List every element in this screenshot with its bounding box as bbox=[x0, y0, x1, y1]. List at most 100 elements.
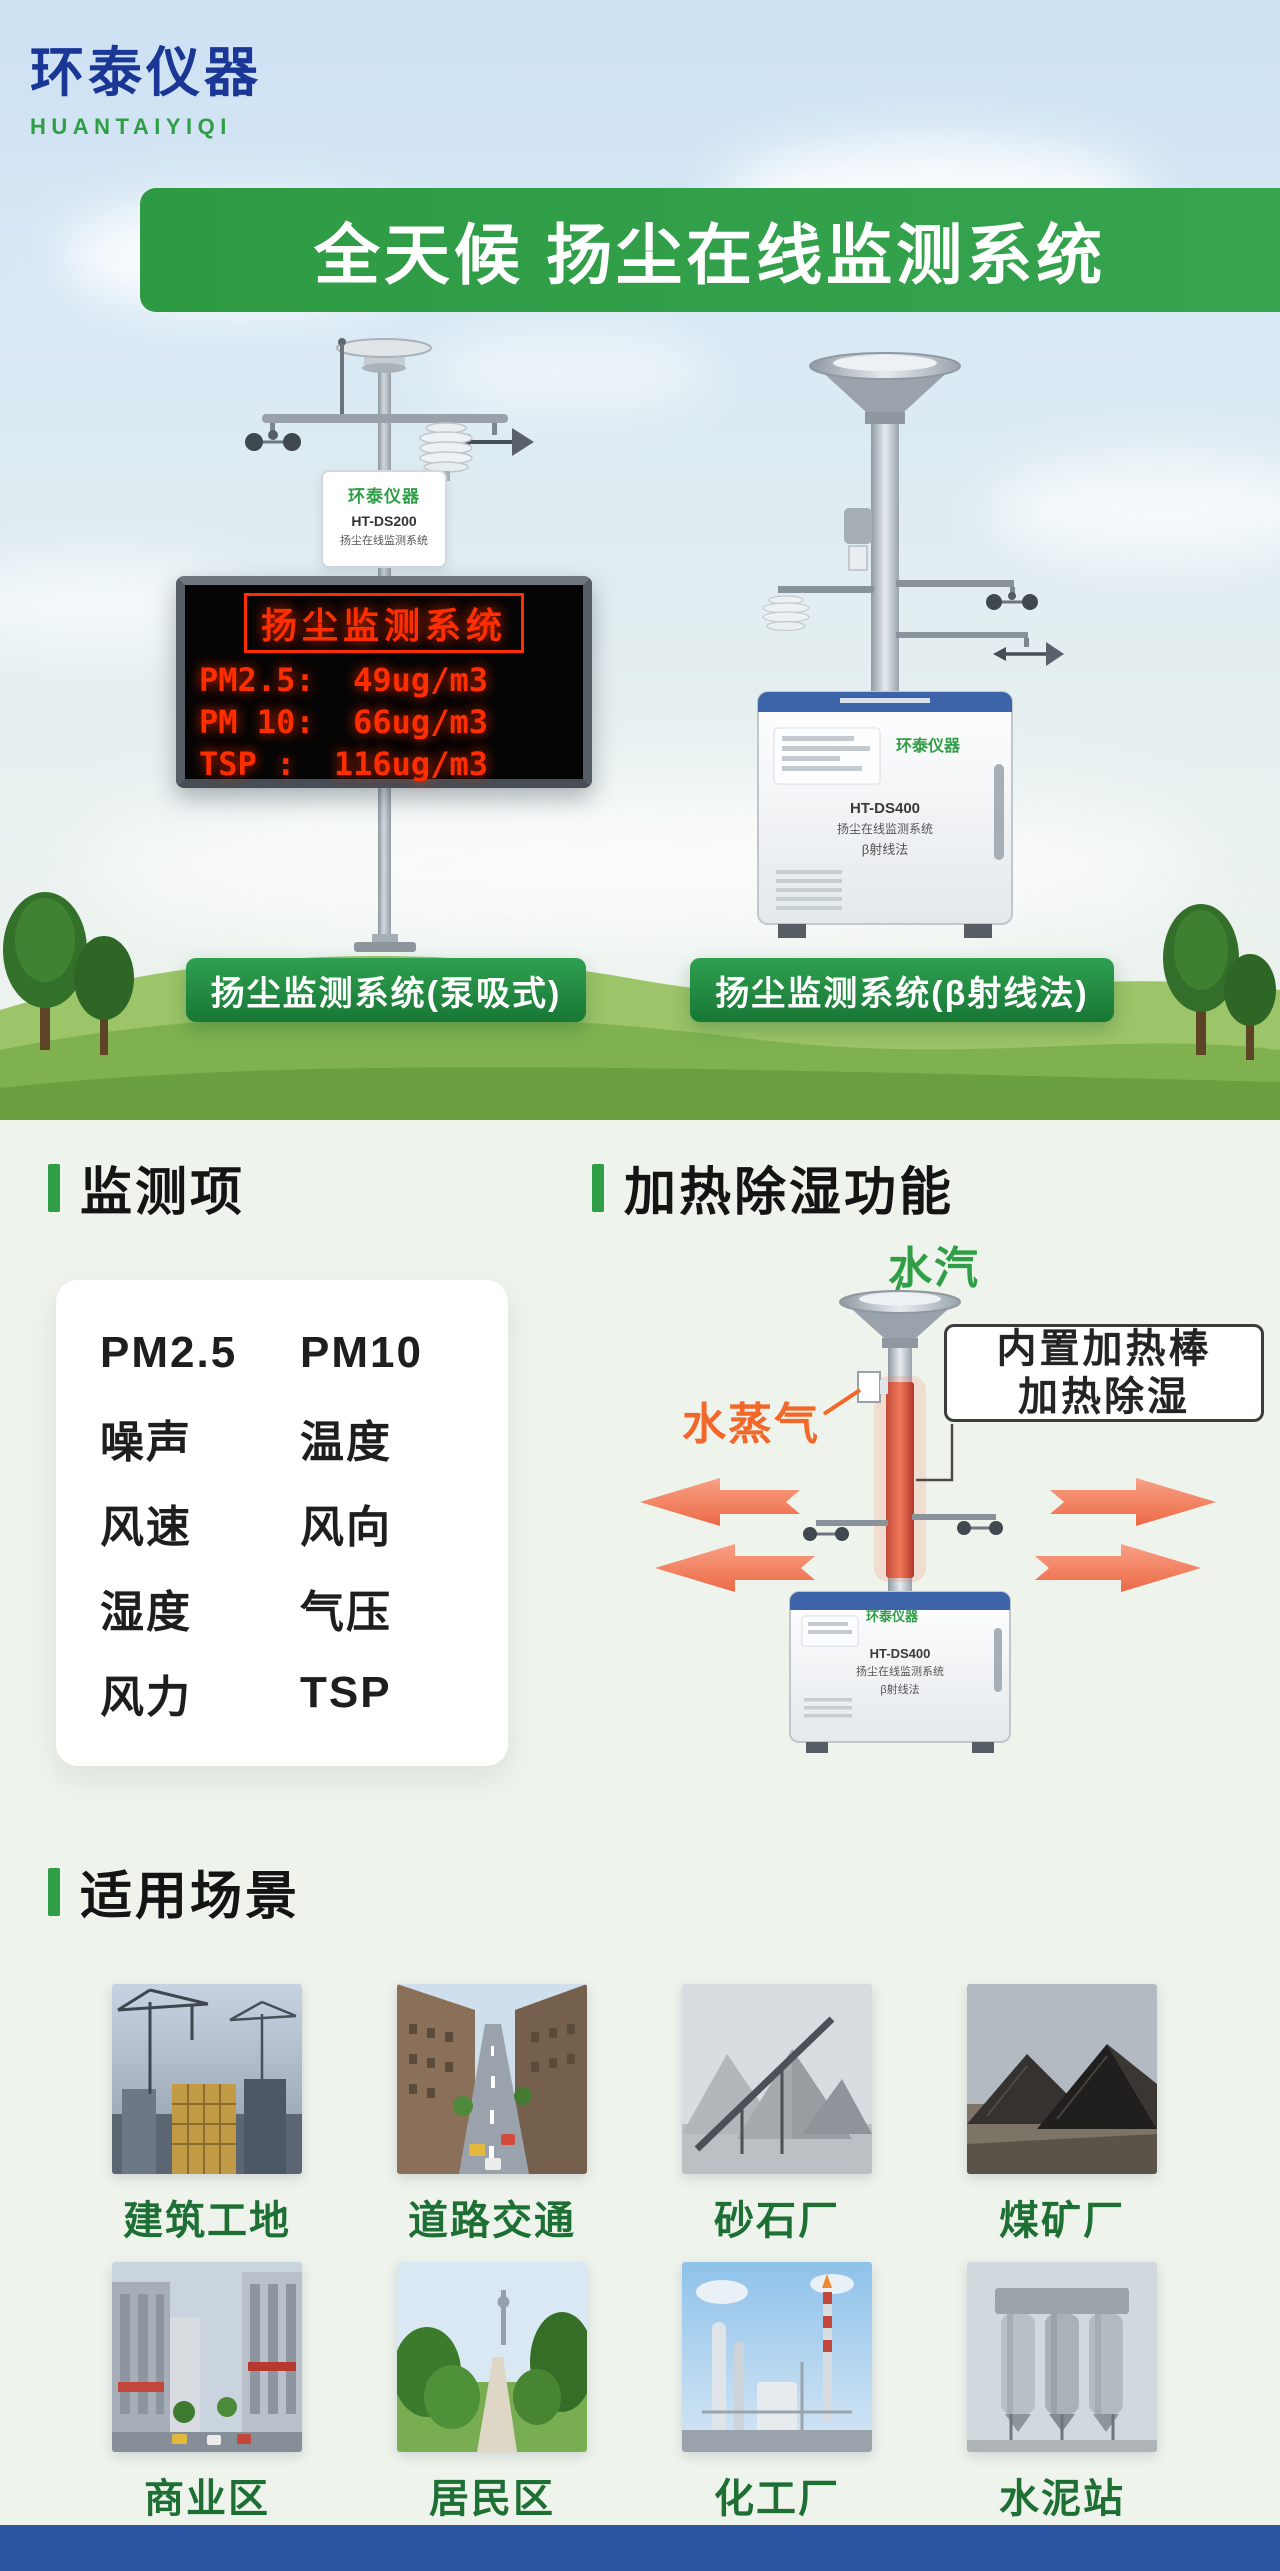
heating-note-line2: 加热除湿 bbox=[1018, 1375, 1190, 1419]
scene-road-traffic: 道路交通 bbox=[397, 1984, 587, 2243]
led-title: 扬尘监测系统 bbox=[243, 593, 524, 653]
monitor-item: 温度 bbox=[300, 1417, 392, 1467]
controller-model: HT-DS200 bbox=[351, 513, 417, 529]
monitor-item: 风力 bbox=[100, 1673, 192, 1723]
led-line-pm25: PM2.5: 49ug/m3 bbox=[199, 661, 488, 699]
device-pump-type: 环泰仪器 HT-DS200 扬尘在线监测系统 扬尘监测系统 PM2.5: 49u… bbox=[158, 330, 612, 962]
green-bar-icon bbox=[592, 1163, 604, 1212]
monitor-item: 噪声 bbox=[100, 1417, 192, 1467]
scene-label: 水泥站 bbox=[999, 2477, 1125, 2521]
heating-rod-icon bbox=[886, 1382, 914, 1578]
led-line-pm10: PM 10: 66ug/m3 bbox=[199, 703, 488, 741]
heat-dissipation-arrows bbox=[640, 1478, 1216, 1592]
steam-label: 水蒸气 bbox=[682, 1400, 820, 1449]
heating-note-box: 内置加热棒 加热除湿 bbox=[944, 1324, 1264, 1422]
page-title: 全天候 扬尘在线监测系统 bbox=[313, 218, 1107, 292]
brand-name: 环泰仪器 bbox=[30, 43, 262, 103]
monitoring-items-card: PM2.5 PM10 噪声 温度 风速 风向 湿度 气压 风力 TSP bbox=[56, 1280, 508, 1766]
cabinet-label: HT-DS400 扬尘在线监测系统 β射线法 bbox=[810, 800, 960, 858]
construction-site-photo bbox=[112, 1984, 302, 2174]
heating-diagram-illustration bbox=[640, 1275, 1216, 1753]
heating-diagram: 水汽 水蒸气 内置加热棒 加热除湿 环泰仪器 HT-DS400 扬尘在线监测系统… bbox=[620, 1232, 1280, 1807]
controller-logo: 环泰仪器 bbox=[348, 487, 420, 506]
led-display: 扬尘监测系统 PM2.5: 49ug/m3 PM 10: 66ug/m3 TSP… bbox=[176, 576, 592, 788]
scene-cement-station: 水泥站 bbox=[967, 2262, 1157, 2521]
cabinet-handle bbox=[994, 764, 1004, 860]
sampling-tube bbox=[871, 424, 899, 692]
heating-note-line1: 内置加热棒 bbox=[996, 1327, 1212, 1371]
cabinet-model: HT-DS400 bbox=[849, 800, 921, 817]
device-beta-type: 环泰仪器 HT-DS400 扬尘在线监测系统 β射线法 bbox=[700, 340, 1120, 940]
scenarios-title: 适用场景 bbox=[80, 1868, 301, 1926]
wind-vane-icon bbox=[896, 632, 1064, 666]
scene-residential-area: 居民区 bbox=[397, 2262, 587, 2521]
anemometer-icon bbox=[803, 1520, 888, 1541]
cabinet-method: β射线法 bbox=[880, 1684, 920, 1696]
residential-area-photo bbox=[397, 2262, 587, 2452]
controller-name: 扬尘在线监测系统 bbox=[340, 535, 428, 547]
footer-bar bbox=[0, 2525, 1280, 2571]
scene-label: 商业区 bbox=[144, 2477, 270, 2521]
sampling-funnel-icon bbox=[839, 1290, 961, 1348]
cabinet bbox=[757, 691, 1013, 938]
rain-gauge-icon bbox=[336, 338, 432, 373]
brand-romanized: HUANTAIYIQI bbox=[30, 114, 232, 139]
monitoring-section-header: 监测项 bbox=[48, 1150, 245, 1225]
cabinet-name: 扬尘在线监测系统 bbox=[856, 1666, 944, 1678]
cloud-shape bbox=[990, 460, 1280, 560]
ground-mist bbox=[80, 790, 1200, 940]
cement-station-photo bbox=[967, 2262, 1157, 2452]
tube-attachment bbox=[844, 508, 872, 571]
tree-icon bbox=[1163, 904, 1276, 1060]
heating-section-header: 加热除湿功能 bbox=[592, 1150, 954, 1225]
scenarios-section-header: 适用场景 bbox=[48, 1854, 300, 1929]
monitor-item: 气压 bbox=[300, 1588, 392, 1638]
radiation-shield-icon bbox=[762, 586, 874, 632]
scenarios-grid: 建筑工地 道路交通 bbox=[112, 1984, 1157, 2521]
water-vapor-label: 水汽 bbox=[888, 1244, 980, 1293]
badge-beta-type: 扬尘监测系统(β射线法) bbox=[690, 958, 1114, 1022]
led-line-tsp: TSP : 116ug/m3 bbox=[199, 745, 488, 783]
radiation-shield-icon bbox=[419, 422, 473, 481]
title-banner: 全天候 扬尘在线监测系统 bbox=[140, 188, 1280, 312]
scene-label: 煤矿厂 bbox=[999, 2199, 1125, 2243]
chemical-plant-photo bbox=[682, 2262, 872, 2452]
steam-pointer bbox=[822, 1388, 862, 1416]
scene-coal-mine: 煤矿厂 bbox=[967, 1984, 1157, 2243]
led-readings: PM2.5: 49ug/m3 PM 10: 66ug/m3 TSP : 116u… bbox=[185, 659, 583, 785]
road-traffic-photo bbox=[397, 1984, 587, 2174]
monitor-item: 风向 bbox=[300, 1502, 392, 1552]
tree-icon bbox=[3, 892, 134, 1055]
sampling-funnel-icon bbox=[809, 352, 961, 424]
badge-pump-type: 扬尘监测系统(泵吸式) bbox=[186, 958, 586, 1022]
monitor-item: TSP bbox=[300, 1668, 392, 1718]
green-bar-icon bbox=[48, 1163, 60, 1212]
scene-label: 砂石厂 bbox=[714, 2199, 840, 2243]
cabinet-model: HT-DS400 bbox=[869, 1646, 931, 1661]
controller-box: 环泰仪器 HT-DS200 扬尘在线监测系统 bbox=[321, 470, 447, 568]
coal-mine-photo bbox=[967, 1984, 1157, 2174]
cabinet-label: HT-DS400 扬尘在线监测系统 β射线法 bbox=[825, 1646, 975, 1697]
scene-label: 化工厂 bbox=[714, 2477, 840, 2521]
beta-monitor-illustration bbox=[757, 352, 1064, 938]
monitor-item: 风速 bbox=[100, 1502, 192, 1552]
cabinet-method: β射线法 bbox=[861, 842, 909, 857]
scene-chemical-plant: 化工厂 bbox=[682, 2262, 872, 2521]
anemometer-icon bbox=[912, 1514, 1003, 1535]
scene-label: 建筑工地 bbox=[123, 2199, 291, 2243]
scene-commercial-district: 商业区 bbox=[112, 2262, 302, 2521]
pole-base bbox=[354, 934, 416, 952]
cabinet bbox=[789, 1591, 1011, 1753]
note-leader-line bbox=[916, 1424, 954, 1482]
steam-inlet-box bbox=[857, 1371, 888, 1403]
anemometer-icon bbox=[245, 423, 301, 451]
scene-gravel-plant: 砂石厂 bbox=[682, 1984, 872, 2243]
scene-label: 道路交通 bbox=[408, 2199, 576, 2243]
anemometer-icon bbox=[896, 580, 1038, 610]
cabinet-name: 扬尘在线监测系统 bbox=[836, 822, 933, 836]
cabinet-logo: 环泰仪器 bbox=[896, 738, 961, 755]
monitor-item: PM10 bbox=[300, 1327, 423, 1377]
green-bar-icon bbox=[48, 1867, 60, 1916]
commercial-district-photo bbox=[112, 2262, 302, 2452]
